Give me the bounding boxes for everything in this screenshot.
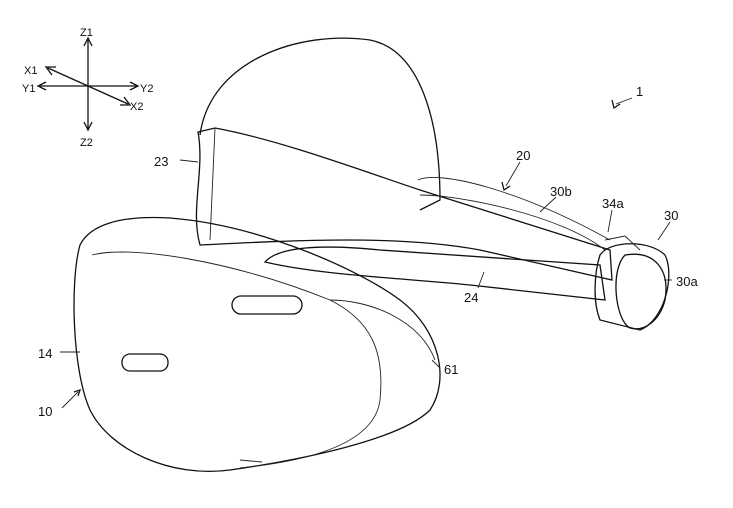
- front-vent: [121, 353, 169, 372]
- axis-y1-label: Y1: [22, 83, 35, 95]
- label-strap: 30b: [550, 184, 572, 199]
- label-button: 34a: [602, 196, 624, 211]
- label-rear-unit: 30: [664, 208, 678, 223]
- label-device: 1: [636, 84, 643, 99]
- label-main-unit: 10: [38, 404, 52, 419]
- arm: [263, 246, 606, 301]
- headband-pad: [199, 37, 441, 211]
- label-arm: 24: [464, 290, 478, 305]
- label-shield: 61: [444, 362, 458, 377]
- label-band-top: 23: [154, 154, 168, 169]
- axis-x1-label: X1: [24, 65, 37, 77]
- top-vent: [231, 295, 303, 315]
- label-rear-cap: 30a: [676, 274, 698, 289]
- rear-cap: [615, 253, 667, 330]
- axis-diagram: Z1 Z2 X1 X2 Y1 Y2: [22, 27, 153, 149]
- label-headband: 20: [516, 148, 530, 163]
- label-front-cover: 14: [38, 346, 52, 361]
- axis-y2-label: Y2: [140, 83, 153, 95]
- axis-z1-label: Z1: [80, 27, 93, 39]
- band-top: [195, 127, 613, 281]
- reference-labels: 1 20 23 30b 34a 30 30a 24 14 10 61: [38, 84, 698, 419]
- axis-x2-label: X2: [130, 101, 143, 113]
- axis-z2-label: Z2: [80, 137, 93, 149]
- main-unit: [73, 216, 441, 472]
